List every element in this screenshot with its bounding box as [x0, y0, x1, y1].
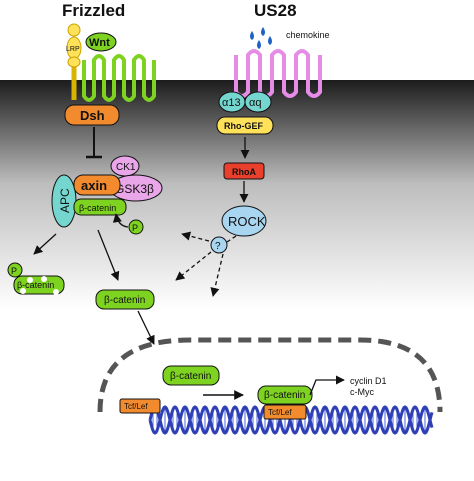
transcription-arrow [309, 375, 345, 396]
target-gene-cyclind1: cyclin D1 [350, 376, 387, 386]
release-arrow [97, 229, 120, 281]
tcf-lef-node-1 [119, 398, 161, 414]
nuclear-bcatenin-node-1 [162, 365, 220, 386]
gsk3b-label: GSK3β [115, 182, 154, 196]
apc-label: APC [58, 188, 72, 213]
nuclear-import-arrow [137, 310, 155, 345]
unknown-dashed-arrow-2 [175, 251, 212, 281]
lrp-coreceptor [66, 23, 82, 100]
lrp-label: LRP [66, 46, 80, 53]
axin-node [73, 174, 121, 196]
rhogef-label: Rho-GEF [224, 121, 263, 131]
unknown-dashed-arrow-3 [210, 253, 224, 297]
tcf-lef-label-2: Tcf/Lef [268, 408, 292, 417]
complex-bcatenin-node [73, 198, 127, 216]
unknown-node [210, 236, 228, 254]
chemokine-label: chemokine [286, 30, 330, 40]
nuclear-bcatenin-label-1: β-catenin [170, 371, 211, 382]
alphaq-node [244, 91, 272, 113]
phospho-label: P [132, 223, 138, 233]
alphaq-label: αq [249, 97, 261, 109]
us28-receptor [234, 49, 322, 98]
us28-title: US28 [254, 1, 297, 20]
rock-node [221, 205, 267, 237]
rhoa-node [223, 162, 265, 180]
free-bcatenin-label: β-catenin [104, 295, 145, 306]
dsh-label: Dsh [80, 108, 105, 123]
tcf-lef-node-2 [263, 404, 307, 420]
frizzled-title: Frizzled [62, 1, 125, 20]
chemokine-drops-icon [250, 27, 272, 49]
wnt-label: Wnt [89, 37, 110, 49]
free-bcatenin-node [95, 289, 155, 310]
degraded-bcatenin-label: β-catenin [17, 280, 54, 290]
axin-label: axin [81, 178, 107, 193]
degradation-arrow [33, 233, 57, 255]
alpha13-label: α13 [222, 97, 241, 109]
rhoa-label: RhoA [232, 167, 256, 177]
ck1-label: CK1 [116, 162, 136, 173]
degraded-phospho-node [7, 262, 23, 278]
rhogef-node [216, 116, 274, 135]
degradation-holes [20, 276, 59, 295]
complex-bcatenin-label: β-catenin [79, 203, 116, 213]
degraded-bcatenin-node [13, 275, 65, 295]
frizzled-receptor [82, 54, 156, 102]
nuclear-bcatenin-node-2 [257, 385, 313, 405]
target-gene-cmyc: c-Myc [350, 387, 374, 397]
nuclear-envelope [97, 337, 443, 413]
phosphorylation-arrow [112, 213, 129, 228]
nuclear-bcatenin-label-2: β-catenin [264, 390, 305, 401]
phospho-node [128, 219, 144, 235]
unknown-dashed-arrow-1 [181, 231, 210, 242]
wnt-ligand [85, 32, 117, 52]
degraded-phospho-label: P [11, 266, 17, 276]
unknown-label: ? [215, 241, 221, 252]
dna-strand-1 [148, 405, 434, 435]
dsh-node [64, 104, 120, 126]
tcf-lef-label-1: Tcf/Lef [124, 402, 148, 411]
rock-to-unknown-line [226, 235, 237, 243]
rock-label: ROCK [228, 214, 266, 229]
